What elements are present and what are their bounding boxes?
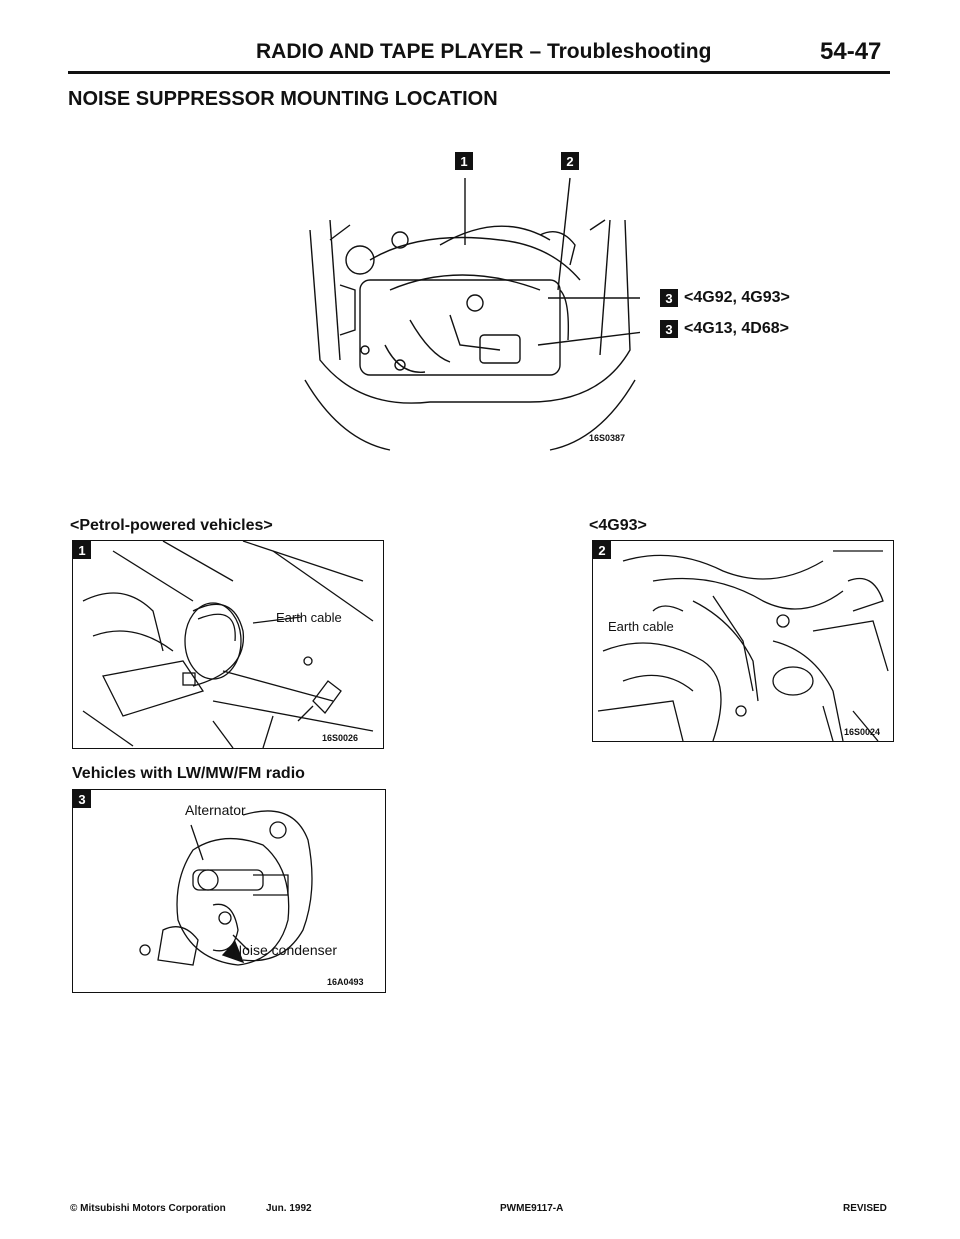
figure2-callout: Earth cable	[608, 619, 674, 634]
footer-status: REVISED	[843, 1203, 887, 1214]
figure3-code: 16A0493	[327, 977, 364, 987]
figure1-badge: 1	[73, 541, 91, 559]
figure3-callout-condenser: Noise condenser	[232, 942, 338, 958]
figure3-badge: 3	[73, 790, 91, 808]
alternator-illustration	[139, 810, 313, 966]
figure1-code: 16S0026	[322, 733, 359, 743]
earth-cable-petrol-illustration	[82, 541, 374, 748]
engine-label-2: <4G13, 4D68>	[684, 320, 789, 337]
main-badge-3a: 3	[660, 289, 678, 307]
figure1-callout: Earth cable	[276, 610, 342, 625]
header-separator: –	[529, 40, 542, 63]
figure1-caption: <Petrol-powered vehicles>	[70, 517, 273, 534]
figure2-box	[592, 540, 894, 742]
figure1-box	[72, 540, 384, 749]
header-rule	[68, 71, 890, 74]
main-badge-3b: 3	[660, 320, 678, 338]
header-title: RADIO AND TAPE PLAYER – Troubleshooting	[256, 40, 711, 64]
engine-label-1: <4G92, 4G93>	[684, 289, 790, 306]
engine-bay-illustration	[304, 177, 661, 451]
footer-copyright: © Mitsubishi Motors Corporation	[70, 1203, 226, 1214]
figure3-box	[72, 789, 386, 993]
header-title-text: RADIO AND TAPE PLAYER	[256, 40, 524, 63]
main-badge-2: 2	[561, 152, 579, 170]
figure2-badge: 2	[593, 541, 611, 559]
figure3-caption: Vehicles with LW/MW/FM radio	[72, 765, 305, 782]
footer-doc-code: PWME9117-A	[500, 1203, 564, 1214]
main-badge-1: 1	[455, 152, 473, 170]
footer-date: Jun. 1992	[266, 1203, 312, 1214]
main-figure-code: 16S0387	[589, 433, 626, 443]
earth-cable-4g93-illustration	[597, 550, 889, 741]
figure3-callout-alternator: Alternator	[185, 802, 246, 818]
figure2-code: 16S0024	[844, 727, 881, 737]
main-figure	[300, 140, 661, 460]
figure2-caption: <4G93>	[589, 517, 647, 534]
section-title: NOISE SUPPRESSOR MOUNTING LOCATION	[68, 88, 498, 110]
page-number: 54-47	[820, 38, 882, 65]
header-subtitle: Troubleshooting	[546, 40, 712, 63]
